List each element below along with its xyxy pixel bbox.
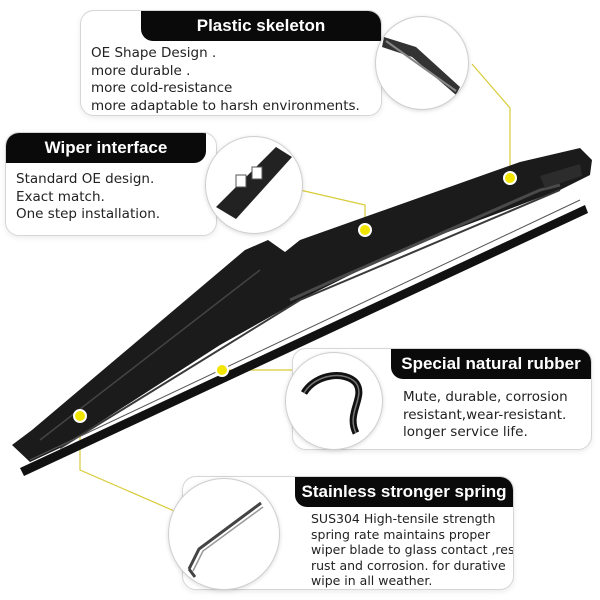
text-line: spring rate maintains proper	[311, 526, 491, 542]
text-line: Exact match.	[16, 188, 105, 205]
text-line: SUS304 High-tensile strength	[311, 511, 496, 526]
callout-text-wiper-interface: Standard OE design. Exact match. One ste…	[16, 171, 160, 224]
callout-text-spring: SUS304 High-tensile strength spring rate…	[311, 511, 514, 589]
spring-detail-icon	[187, 501, 264, 578]
wiper-arm	[12, 148, 592, 462]
detail-image-interface	[205, 136, 303, 234]
text-line: wipe in all weather.	[311, 573, 433, 588]
text-line: Mute, durable, corrosion	[403, 389, 568, 405]
text-line: wiper blade to glass contact ,resist	[311, 542, 514, 557]
text-line: longer service life.	[403, 424, 528, 440]
text-line: more cold-resistance	[91, 80, 233, 96]
callout-title-wiper-interface: Wiper interface	[6, 133, 206, 163]
callout-text-plastic-skeleton: OE Shape Design . more durable . more co…	[91, 45, 360, 115]
text-line: resistant,wear-resistant.	[403, 406, 567, 423]
callout-title-spring: Stainless stronger spring	[295, 477, 513, 507]
marker-dots	[73, 171, 517, 423]
detail-image-rubber	[285, 352, 383, 450]
detail-image-skeleton	[375, 16, 469, 110]
text-line: rust and corrosion. for durative	[311, 557, 506, 573]
callout-wiper-interface: Wiper interface Standard OE design. Exac…	[5, 132, 217, 236]
text-line: more adaptable to harsh environments.	[91, 97, 360, 114]
callout-title-natural-rubber: Special natural rubber	[391, 349, 591, 379]
text-line: more durable .	[91, 62, 191, 79]
detail-image-spring	[168, 478, 280, 590]
text-line: OE Shape Design .	[91, 45, 217, 61]
interface-detail-icon	[216, 147, 292, 219]
callout-title-plastic-skeleton: Plastic skeleton	[141, 11, 381, 41]
leader-line-skeleton	[471, 63, 511, 178]
text-line: One step installation.	[16, 206, 161, 222]
callout-plastic-skeleton: Plastic skeleton OE Shape Design . more …	[80, 10, 382, 116]
skeleton-detail-icon	[382, 37, 460, 95]
callout-text-natural-rubber: Mute, durable, corrosion resistant,wear-…	[403, 389, 568, 442]
rubber-detail-icon	[301, 372, 363, 435]
text-line: Standard OE design.	[16, 171, 155, 187]
